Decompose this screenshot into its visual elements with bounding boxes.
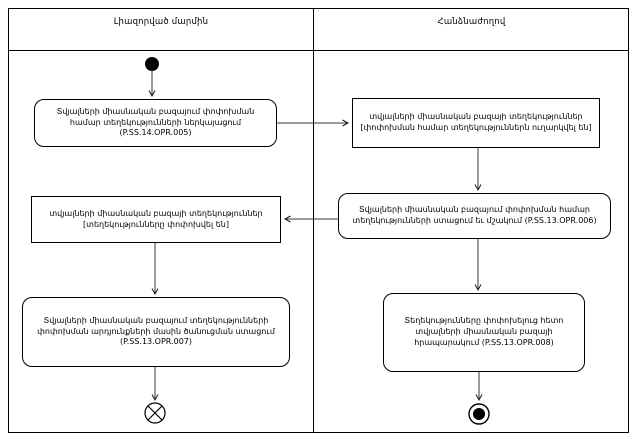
action-publish-database: Տեղեկությունները փոփոխելուց հետո տվյալնե… [383,293,585,372]
lane-header-commission: Հանձնաժողով [314,17,629,27]
object-title: տվյալների միասնական բազայի տեղեկությունն… [369,112,583,122]
lane-title-text: Հանձնաժողով [437,17,506,27]
action-label: Տեղեկությունները փոփոխելուց հետո տվյալնե… [404,316,564,347]
lane-header-authorized-body: Լիազորված մարմին [9,17,313,27]
swimlane-divider [313,8,314,433]
action-submit-info-for-change: Տվյալների միասնական բազայում փոփոխման հա… [34,99,277,147]
action-receive-notification: Տվյալների միասնական բազայում տեղեկությու… [22,297,290,367]
header-divider [8,50,629,51]
object-info-changed: տվյալների միասնական բազայի տեղեկությունն… [31,196,281,243]
object-state: [փոփոխման համար տեղեկություններն ուղարկվ… [360,123,592,132]
object-title: տվյալների միասնական բազայի տեղեկությունն… [49,208,263,218]
action-label: Տվյալների միասնական բազայում տեղեկությու… [37,315,275,347]
action-receive-and-process: Տվյալների միասնական բազայում փոփոխման հա… [338,193,611,239]
lane-title-text: Լիազորված մարմին [113,17,209,27]
object-state: [տեղեկությունները փոփոխվել են] [83,219,229,229]
action-label: Տվյալների միասնական բազայում փոփոխման հա… [352,205,597,225]
object-info-sent: տվյալների միասնական բազայի տեղեկությունն… [352,98,600,148]
action-label: Տվյալների միասնական բազայում փոփոխման հա… [56,106,255,138]
diagram-frame [8,8,629,433]
